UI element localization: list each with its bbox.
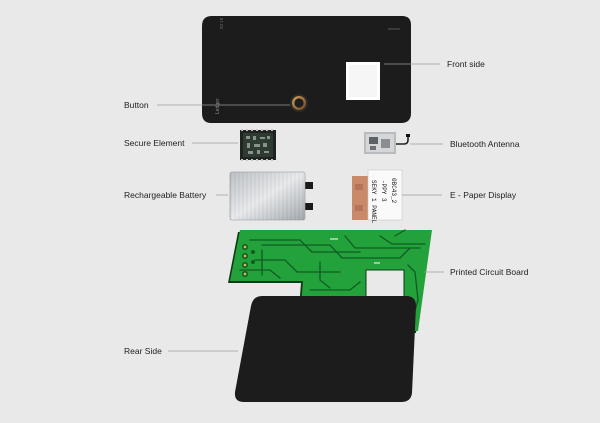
rear-side-card: [234, 296, 416, 402]
label-front-side: Front side: [447, 59, 485, 69]
rechargeable-battery: [229, 171, 313, 221]
card-model-number: 03 18: [219, 17, 224, 29]
bluetooth-antenna-module: [364, 132, 410, 154]
e-paper-display: SEKY 1 PANEL -PPY 3 0BC43_2: [352, 169, 403, 224]
label-printed-circuit-board: Printed Circuit Board: [450, 267, 529, 277]
label-bluetooth-antenna: Bluetooth Antenna: [450, 139, 520, 149]
card-brand: Ledger: [215, 98, 221, 114]
leader-lines: [157, 63, 444, 352]
epaper-text-2: -PPY 3: [380, 180, 387, 202]
label-e-paper-display: E - Paper Display: [450, 190, 517, 200]
card-button: [290, 94, 308, 112]
epaper-text-1: SEKY 1 PANEL: [370, 180, 377, 224]
secure-element-chip: [240, 129, 276, 161]
label-secure-element: Secure Element: [124, 138, 185, 148]
front-side-card: 03 18 Ledger: [202, 16, 411, 123]
epaper-text-3: 0BC43_2: [390, 178, 397, 204]
label-button: Button: [124, 100, 149, 110]
label-rechargeable-battery: Rechargeable Battery: [124, 190, 207, 200]
label-rear-side: Rear Side: [124, 346, 162, 356]
